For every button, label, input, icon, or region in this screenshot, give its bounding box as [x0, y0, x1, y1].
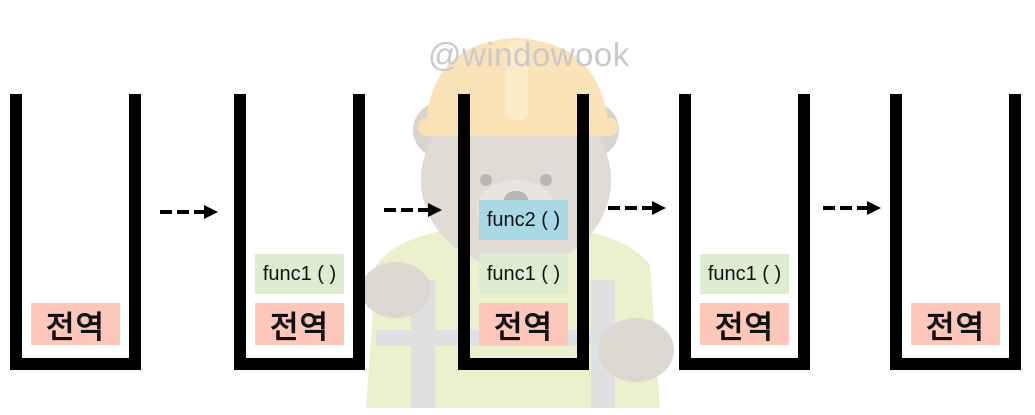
- stack-frame-global: 전역: [255, 303, 344, 346]
- stack-wall-left: [10, 94, 22, 370]
- stack-wall-left: [890, 94, 902, 370]
- stack-floor: [458, 358, 589, 370]
- stack-frame-global: 전역: [31, 303, 120, 346]
- call-stack-1: 전역: [10, 94, 141, 370]
- dashed-arrow-right-icon: [384, 203, 442, 217]
- stack-frame-func1: func1 ( ): [479, 254, 568, 294]
- stack-wall-left: [234, 94, 246, 370]
- stack-frame-func1: func1 ( ): [255, 254, 344, 294]
- watermark-text: @windowook: [428, 36, 630, 73]
- stack-frame-func1: func1 ( ): [700, 254, 789, 294]
- stack-wall-left: [679, 94, 691, 370]
- stack-frame-func2: func2 ( ): [479, 200, 568, 240]
- stack-frame-global: 전역: [911, 303, 1000, 346]
- stack-wall-right: [798, 94, 810, 370]
- stack-wall-right: [129, 94, 141, 370]
- dashed-arrow-right-icon: [608, 201, 666, 215]
- stack-floor: [890, 358, 1021, 370]
- stack-wall-right: [577, 94, 589, 370]
- call-stack-5: 전역: [890, 94, 1021, 370]
- dashed-arrow-right-icon: [823, 201, 881, 215]
- call-stack-4: func1 ( ) 전역: [679, 94, 810, 370]
- stack-wall-left: [458, 94, 470, 370]
- dashed-arrow-right-icon: [160, 205, 218, 219]
- call-stack-3: func2 ( ) func1 ( ) 전역: [458, 94, 589, 370]
- stack-floor: [679, 358, 810, 370]
- stack-floor: [234, 358, 365, 370]
- stack-wall-right: [353, 94, 365, 370]
- stack-frame-global: 전역: [479, 303, 568, 346]
- stack-frame-global: 전역: [700, 303, 789, 346]
- stack-wall-right: [1009, 94, 1021, 370]
- call-stack-2: func1 ( ) 전역: [234, 94, 365, 370]
- stack-floor: [10, 358, 141, 370]
